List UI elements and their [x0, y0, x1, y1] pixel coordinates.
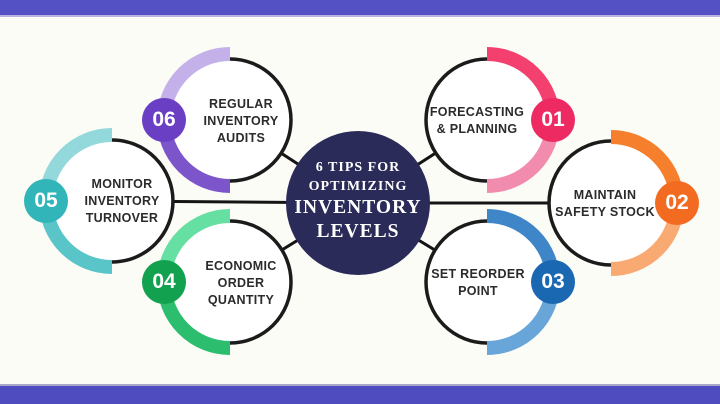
- node-01-outline: [424, 57, 488, 183]
- node-04-group: [142, 209, 293, 355]
- node-06-label-line2: INVENTORY: [203, 114, 279, 128]
- node-02-outline: [547, 139, 612, 267]
- node-03-label-line1: SET REORDER: [431, 267, 525, 281]
- node-06-label-line1: REGULAR: [209, 97, 273, 111]
- node-01-badge-circle: [531, 98, 575, 142]
- node-05-label-line3: TURNOVER: [85, 211, 159, 225]
- node-02-label-line2: SAFETY STOCK: [555, 205, 655, 219]
- node-05-label: MONITOR INVENTORY TURNOVER: [52, 176, 192, 227]
- center-circle: [286, 131, 430, 275]
- top-border-bar: [0, 0, 720, 15]
- node-06-label-line3: AUDITS: [216, 131, 266, 145]
- center-title-line1: 6 TIPS FOR: [315, 160, 401, 175]
- node-06-badge-number: 06: [152, 108, 176, 131]
- node-04-label: ECONOMIC ORDER QUANTITY: [171, 258, 311, 309]
- bottom-border-edge: [0, 384, 720, 386]
- node-02-circle-fill: [549, 141, 673, 265]
- node-05-circle-fill: [51, 140, 173, 262]
- node-04-badge-number: 04: [152, 270, 176, 293]
- node-01-label: FORECASTING & PLANNING: [407, 104, 547, 138]
- node-03-badge-circle: [531, 260, 575, 304]
- node-04-label-line1: ECONOMIC: [205, 259, 277, 273]
- node-06-outline: [229, 57, 293, 183]
- node-04-label-line3: QUANTITY: [207, 293, 275, 307]
- node-05-label-line1: MONITOR: [91, 177, 153, 191]
- node-04-outline: [229, 219, 293, 345]
- node-01-label-line2: & PLANNING: [436, 122, 518, 136]
- node-01-label-line1: FORECASTING: [429, 105, 525, 119]
- node-01-group: [424, 47, 575, 193]
- center-title-line2: OPTIMIZING: [308, 179, 408, 194]
- node-05-label-line2: INVENTORY: [84, 194, 160, 208]
- top-border-edge: [0, 15, 720, 17]
- node-01-badge-number: 01: [541, 108, 565, 131]
- node-03-label-line2: POINT: [458, 284, 498, 298]
- node-06-label: REGULAR INVENTORY AUDITS: [171, 96, 311, 147]
- node-04-circle-fill: [169, 221, 291, 343]
- node-04-label-line2: ORDER: [217, 276, 265, 290]
- node-03-label: SET REORDER POINT: [408, 266, 548, 300]
- center-title: 6 TIPS FOR OPTIMIZING INVENTORY LEVELS: [278, 158, 438, 244]
- node-05-badge-circle: [24, 179, 68, 223]
- center-title-line3: INVENTORY: [294, 197, 422, 218]
- bottom-border-bar: [0, 386, 720, 404]
- node-03-group: [424, 209, 575, 355]
- node-02-label-line1: MAINTAIN: [573, 188, 637, 202]
- node-03-outline: [424, 219, 488, 345]
- node-04-badge-circle: [142, 260, 186, 304]
- node-06-badge-circle: [142, 98, 186, 142]
- node-03-badge-number: 03: [541, 270, 565, 293]
- node-02-group: [547, 130, 699, 276]
- center-title-line4: LEVELS: [316, 221, 400, 242]
- node-03-circle-fill: [426, 221, 548, 343]
- node-02-badge-circle: [655, 181, 699, 225]
- node-06-circle-fill: [169, 59, 291, 181]
- node-01-circle-fill: [426, 59, 548, 181]
- node-05-badge-number: 05: [34, 189, 58, 212]
- node-02-label: MAINTAIN SAFETY STOCK: [535, 187, 675, 221]
- node-05-group: [24, 128, 175, 274]
- node-02-badge-number: 02: [665, 191, 689, 214]
- node-06-group: [142, 47, 293, 193]
- node-05-outline: [111, 138, 175, 264]
